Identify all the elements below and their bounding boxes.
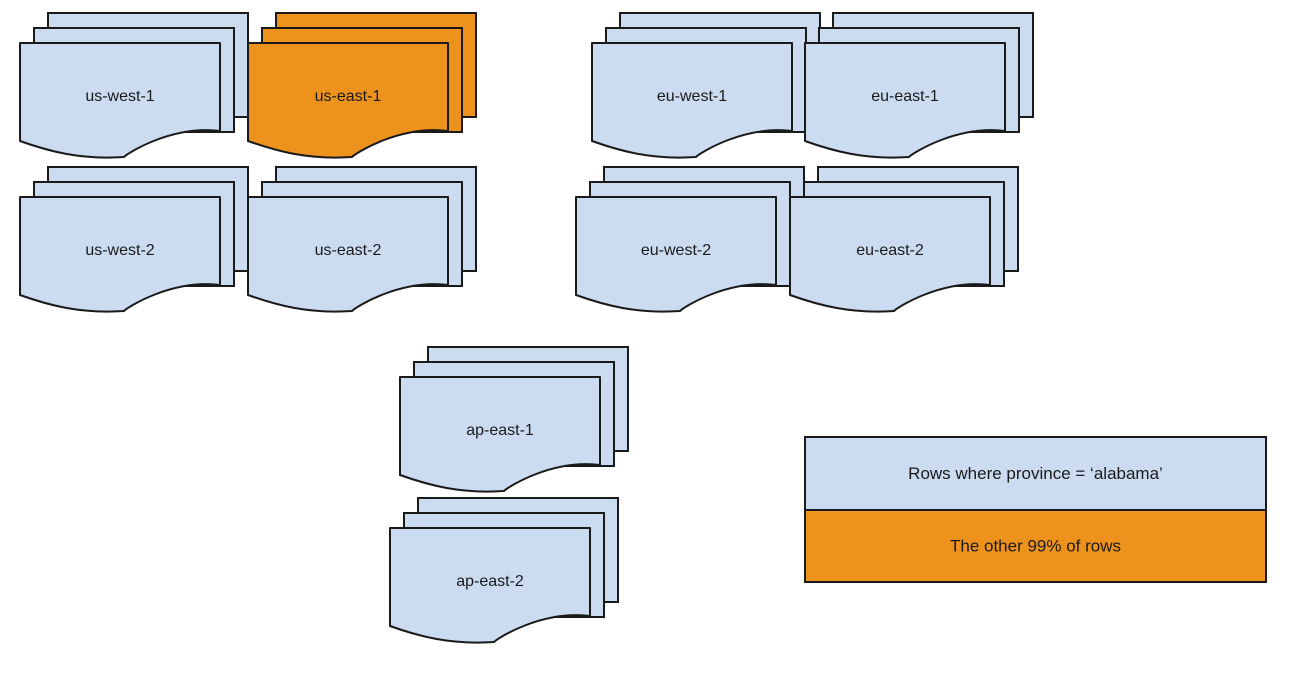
legend-swatch-blue: [804, 436, 1267, 511]
stack-sheet-front: [591, 42, 793, 159]
document-stack-eu-east-2[interactable]: eu-east-2: [789, 166, 1019, 313]
stack-sheet-front: [389, 527, 591, 644]
legend-row-blue[interactable]: Rows where province = ‘alabama’: [804, 436, 1267, 511]
document-stack-eu-west-1[interactable]: eu-west-1: [591, 12, 821, 159]
stack-label-eu-west-2: eu-west-2: [641, 242, 711, 259]
document-stack-eu-east-1[interactable]: eu-east-1: [804, 12, 1034, 159]
stack-sheet-front: [19, 42, 221, 159]
stack-sheet-front: [804, 42, 1006, 159]
stack-label-us-west-1: us-west-1: [85, 88, 154, 105]
document-stack-us-east-1[interactable]: us-east-1: [247, 12, 477, 159]
legend-label-blue: Rows where province = ‘alabama’: [908, 464, 1163, 483]
stack-sheet-front: [789, 196, 991, 313]
document-stack-eu-west-2[interactable]: eu-west-2: [575, 166, 805, 313]
stack-label-eu-east-1: eu-east-1: [871, 88, 939, 105]
document-stack-ap-east-1[interactable]: ap-east-1: [399, 346, 629, 493]
legend-label-orange: The other 99% of rows: [950, 536, 1121, 555]
stack-sheet-front: [399, 376, 601, 493]
document-stack-us-west-2[interactable]: us-west-2: [19, 166, 249, 313]
legend-layer: Rows where province = ‘alabama’ The other…: [804, 436, 1267, 583]
document-stack-ap-east-2[interactable]: ap-east-2: [389, 497, 619, 644]
stack-sheet-front: [19, 196, 221, 313]
document-stack-us-west-1[interactable]: us-west-1: [19, 12, 249, 159]
stacks-layer: us-west-1 us-east-1 eu-west-1 eu-east-1 us-w…: [19, 12, 1034, 644]
stack-label-ap-east-2: ap-east-2: [456, 573, 524, 590]
document-stack-us-east-2[interactable]: us-east-2: [247, 166, 477, 313]
stack-label-us-east-2: us-east-2: [315, 242, 382, 259]
stack-label-ap-east-1: ap-east-1: [466, 422, 534, 439]
stack-label-us-west-2: us-west-2: [85, 242, 154, 259]
stack-label-eu-east-2: eu-east-2: [856, 242, 924, 259]
legend-row-orange[interactable]: The other 99% of rows: [804, 509, 1267, 583]
stack-label-eu-west-1: eu-west-1: [657, 88, 727, 105]
stack-sheet-front: [247, 196, 449, 313]
stack-label-us-east-1: us-east-1: [315, 88, 382, 105]
stack-sheet-front: [575, 196, 777, 313]
stack-sheet-front: [247, 42, 449, 159]
legend-swatch-orange: [804, 509, 1267, 583]
